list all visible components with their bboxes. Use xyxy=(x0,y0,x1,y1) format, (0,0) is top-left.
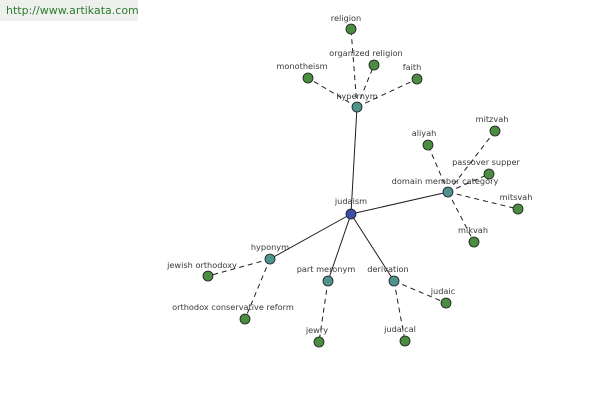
node-label-passover-supper: passover supper xyxy=(452,157,520,167)
node-label-domain: domain member category xyxy=(392,176,499,186)
node-label-mitsvah: mitsvah xyxy=(500,192,533,202)
node-label-judaical: judaical xyxy=(383,324,416,334)
edge-judaism-to-hypernym xyxy=(350,106,358,215)
node-jewish-orthodoxy[interactable] xyxy=(202,270,214,282)
node-mikvah[interactable] xyxy=(468,236,480,248)
edges-layer xyxy=(207,28,519,343)
node-partmeronym[interactable] xyxy=(322,275,334,287)
node-label-judaic: judaic xyxy=(430,286,455,296)
node-label-mitzvah: mitzvah xyxy=(476,114,509,124)
edge-hyponym-to-jewish-orthodoxy xyxy=(207,258,271,277)
edge-hypernym-to-religion xyxy=(350,28,358,108)
node-judaism[interactable] xyxy=(345,208,357,220)
node-jewry[interactable] xyxy=(313,336,325,348)
watermark-url: http://www.artikata.com xyxy=(0,0,139,21)
edge-hypernym-to-organized-religion xyxy=(356,64,375,108)
node-domain[interactable] xyxy=(442,186,454,198)
node-label-faith: faith xyxy=(403,62,422,72)
edge-derivation-to-judaical xyxy=(393,280,406,342)
node-label-derivation: derivation xyxy=(367,264,408,274)
node-judaic[interactable] xyxy=(440,297,452,309)
node-hypernym[interactable] xyxy=(351,101,363,113)
node-mitsvah[interactable] xyxy=(512,203,524,215)
node-orthodox-conservative-reform[interactable] xyxy=(239,313,251,325)
edge-derivation-to-judaic xyxy=(393,280,447,304)
edge-judaism-to-derivation xyxy=(350,213,395,282)
node-passover-supper[interactable] xyxy=(483,168,495,180)
node-label-hyponym: hyponym xyxy=(251,242,289,252)
node-faith[interactable] xyxy=(411,73,423,85)
node-organized-religion[interactable] xyxy=(368,59,380,71)
node-label-aliyah: aliyah xyxy=(412,128,437,138)
node-judaical[interactable] xyxy=(399,335,411,347)
node-derivation[interactable] xyxy=(388,275,400,287)
edge-domain-to-mitzvah xyxy=(447,130,496,193)
node-label-organized-religion: organized religion xyxy=(329,48,403,58)
node-label-jewish-orthodoxy: jewish orthodoxy xyxy=(166,260,237,270)
node-label-partmeronym: part meronym xyxy=(297,264,356,274)
edge-judaism-to-partmeronym xyxy=(327,213,352,282)
edge-hyponym-to-orthodox-conservative-reform xyxy=(244,258,271,320)
edge-domain-to-mitsvah xyxy=(447,191,519,210)
edge-partmeronym-to-jewry xyxy=(318,280,329,343)
edge-hypernym-to-monotheism xyxy=(307,77,358,108)
node-aliyah[interactable] xyxy=(422,139,434,151)
edge-judaism-to-domain xyxy=(350,191,449,215)
edge-domain-to-mikvah xyxy=(447,191,475,243)
node-mitzvah[interactable] xyxy=(489,125,501,137)
node-monotheism[interactable] xyxy=(302,72,314,84)
node-label-mikvah: mikvah xyxy=(458,225,488,235)
edge-judaism-to-hyponym xyxy=(269,213,352,260)
edge-domain-to-passover-supper xyxy=(447,173,490,193)
node-label-orthodox-conservative-reform: orthodox conservative reform xyxy=(172,302,294,312)
node-religion[interactable] xyxy=(345,23,357,35)
nodes-layer xyxy=(202,23,524,348)
node-label-religion: religion xyxy=(331,13,361,23)
node-label-jewry: jewry xyxy=(305,325,328,335)
node-label-monotheism: monotheism xyxy=(276,61,327,71)
node-hyponym[interactable] xyxy=(264,253,276,265)
node-label-hypernym: hypernym xyxy=(336,91,378,101)
node-label-judaism: judaism xyxy=(334,196,367,206)
edge-hypernym-to-faith xyxy=(356,78,418,108)
labels-layer: judaism hypernym domain member category hyp… xyxy=(166,13,532,335)
